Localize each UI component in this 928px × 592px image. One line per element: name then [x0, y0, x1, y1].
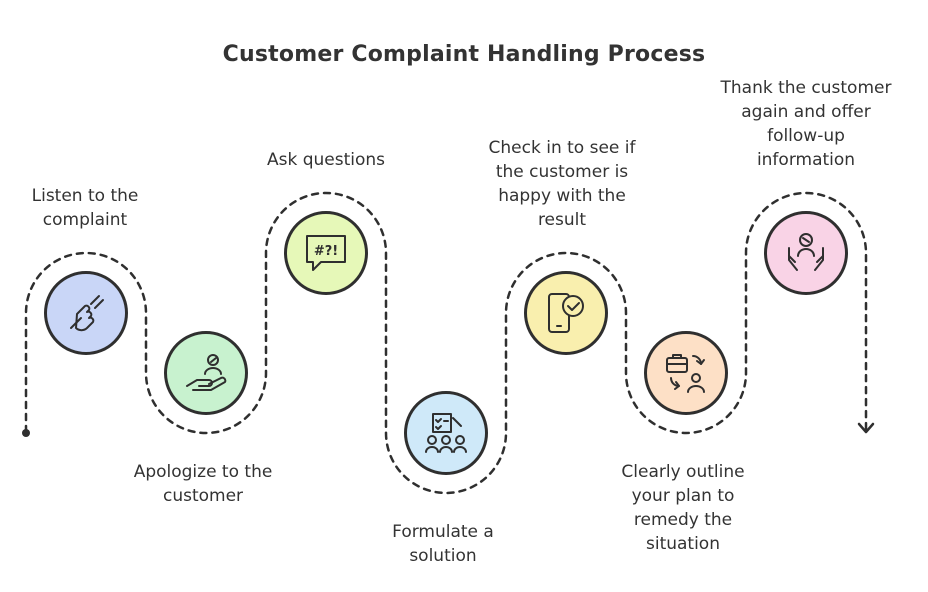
step-7-node: [764, 211, 848, 295]
step-5-label: Check in to see if the customer is happy…: [488, 138, 636, 230]
step-4-node: [404, 391, 488, 475]
start-dot: [22, 429, 30, 437]
step-7-label: Thank the customer again and offer follo…: [720, 78, 892, 170]
step-1-node: [44, 271, 128, 355]
end-arrow: [857, 422, 875, 434]
hand-gesture-icon: [70, 295, 104, 332]
team-plan-icon: [425, 413, 467, 453]
svg-text:#?!: #?!: [314, 244, 338, 259]
step-2-label: Apologize to the customer: [133, 462, 273, 506]
step-4-label: Formulate a solution: [392, 522, 494, 566]
step-5-node: [524, 271, 608, 355]
speech-bubble-icon: #?!: [306, 235, 346, 271]
step-1-label: Listen to the complaint: [31, 186, 139, 230]
thanks-person-icon: [788, 233, 824, 271]
phone-check-icon: [548, 293, 584, 333]
step-6-node: [644, 331, 728, 415]
diagram-title: Customer Complaint Handling Process: [222, 42, 706, 67]
step-2-node: [164, 331, 248, 415]
offering-hand-icon: [186, 354, 227, 391]
step-3-label: Ask questions: [266, 150, 386, 170]
step-6-label: Clearly outline your plan to remedy the …: [621, 462, 745, 554]
step-3-node: #?!: [284, 211, 368, 295]
briefcase-swap-icon: [666, 354, 705, 393]
